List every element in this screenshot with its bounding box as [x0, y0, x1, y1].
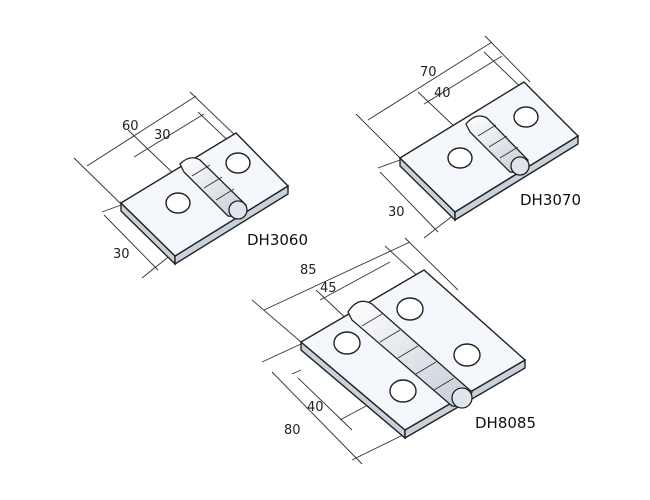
mounting-hole: [333, 331, 361, 355]
mounting-hole: [165, 192, 191, 214]
hinge-dh8085: 85 45 40 80 DH8085: [251, 237, 536, 465]
dim-pitch-label: 45: [320, 281, 337, 296]
mounting-hole: [453, 343, 481, 367]
mounting-hole: [396, 297, 424, 321]
dim-pitch-label: 40: [434, 86, 451, 101]
dim-pitch-label: 30: [154, 128, 171, 143]
dim-length-label: 70: [420, 65, 437, 80]
dim-length-label: 85: [300, 263, 317, 278]
mounting-hole: [513, 106, 539, 128]
dimension-lines-dh3070: [355, 35, 531, 239]
hinge-dh3070: 70 40 30 DH3070: [355, 35, 581, 239]
model-label: DH3070: [520, 191, 581, 209]
hinge-dh3060: 60 30 30 DH3060: [73, 91, 308, 279]
model-label: DH8085: [475, 414, 536, 432]
dimension-lines-dh3060: [73, 91, 240, 279]
mounting-hole: [447, 147, 473, 169]
dim-inner-width-label: 40: [307, 400, 324, 415]
dim-width-label: 30: [388, 205, 405, 220]
dim-width-label: 80: [284, 423, 301, 438]
mounting-hole: [225, 152, 251, 174]
dim-width-label: 30: [113, 247, 130, 262]
dim-length-label: 60: [122, 119, 139, 134]
mounting-hole: [389, 379, 417, 403]
model-label: DH3060: [247, 231, 308, 249]
dimension-lines-dh8085: [251, 237, 459, 465]
